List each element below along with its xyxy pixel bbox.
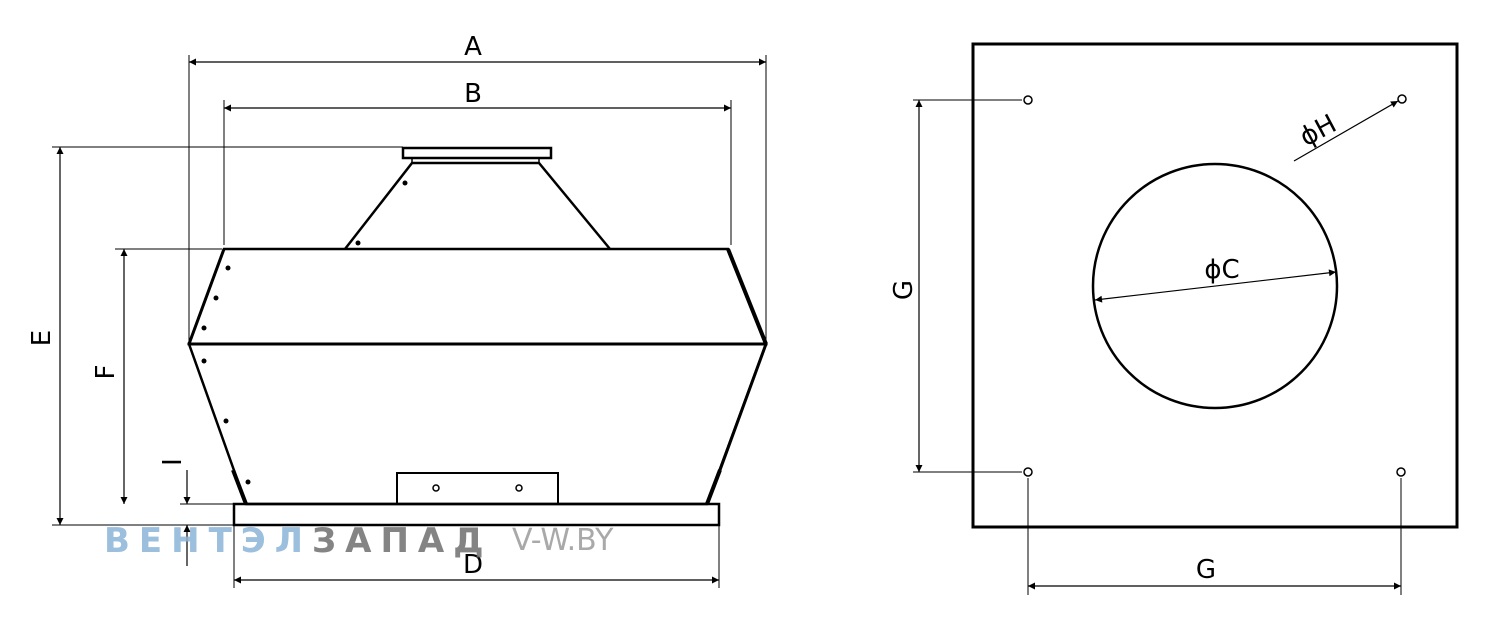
watermark-part1: ВЕНТЭЛ <box>104 521 312 561</box>
side-view: A B D E F I <box>27 32 768 588</box>
mounting-hole <box>1023 95 1033 105</box>
watermark-site: V-W.BY <box>512 523 614 558</box>
terminal-box <box>396 472 559 505</box>
label-C: ϕC <box>1204 255 1239 285</box>
top-extension-lines <box>913 99 1402 595</box>
cowl-cone <box>344 161 611 250</box>
label-H: ϕH <box>1295 109 1341 153</box>
mounting-holes <box>1023 94 1407 477</box>
mounting-hole <box>1397 94 1407 104</box>
top-dimension-lines <box>915 100 1401 590</box>
outlet-flange <box>401 146 553 160</box>
label-A: A <box>464 32 482 62</box>
rivets <box>201 180 408 485</box>
mounting-hole <box>1023 467 1033 477</box>
watermark: ВЕНТЭЛЗАПАД V-W.BY <box>104 521 614 561</box>
lower-housing <box>187 342 768 506</box>
top-view: G G ϕC ϕH <box>889 42 1459 595</box>
label-E: E <box>27 330 57 346</box>
mounting-hole <box>1396 467 1406 477</box>
label-G-vertical: G <box>889 280 919 300</box>
label-B: B <box>464 79 482 109</box>
label-F: F <box>91 365 121 380</box>
upper-housing <box>187 247 768 346</box>
base-plate <box>232 502 721 527</box>
svg-text:ВЕНТЭЛЗАПАД: ВЕНТЭЛЗАПАД <box>104 521 493 561</box>
label-G-horizontal: G <box>1196 555 1216 585</box>
watermark-part2: ЗАПАД <box>312 521 493 561</box>
dim-C <box>1094 269 1337 303</box>
dimension-lines <box>56 58 766 584</box>
extension-lines <box>52 55 767 588</box>
label-I: I <box>158 458 188 466</box>
mounting-plate <box>971 42 1459 529</box>
label-D: D <box>463 550 483 580</box>
opening-circle <box>1091 162 1339 410</box>
dim-H-leader <box>1293 100 1399 162</box>
